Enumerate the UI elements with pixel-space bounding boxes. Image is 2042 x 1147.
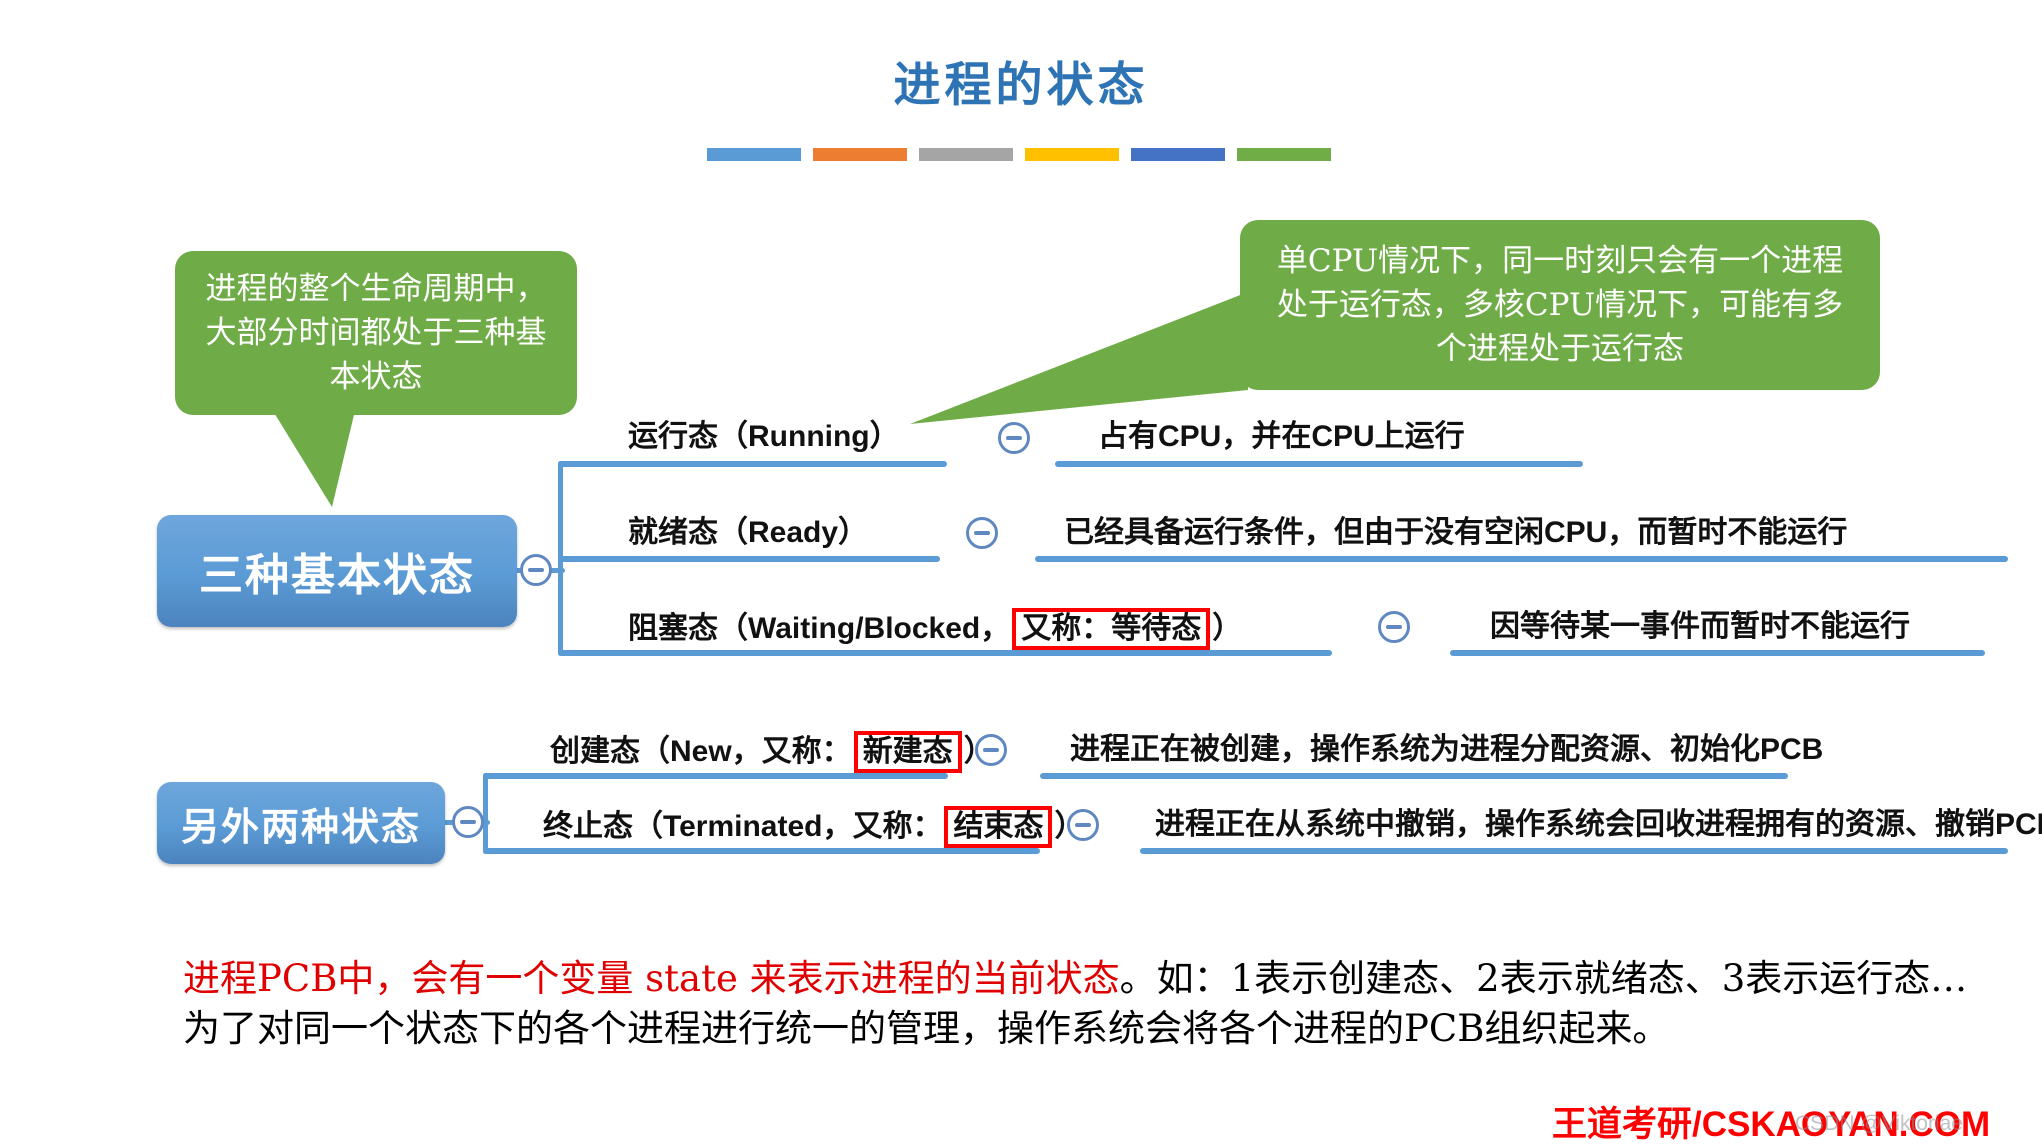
note-line1-red: 进程PCB中，会有一个变量 state 来表示进程的当前状态	[183, 957, 1120, 1000]
branch-topic-ready: 就绪态（Ready）	[628, 516, 869, 549]
divider-bar	[1131, 148, 1225, 161]
branch-desc-new: 进程正在被创建，操作系统为进程分配资源、初始化PCB	[1070, 733, 1824, 766]
branch-line	[483, 848, 1040, 854]
page-title: 进程的状态	[893, 58, 1149, 113]
branch-topic-blocked-pre: 阻塞态（Waiting/Blocked，	[628, 612, 1011, 645]
branch-line	[483, 773, 948, 779]
branch-desc-terminated: 进程正在从系统中撤销，操作系统会回收进程拥有的资源、撤销PCB	[1155, 808, 2042, 841]
collapse-icon[interactable]	[1067, 809, 1099, 841]
branch-topic-running: 运行态（Running）	[628, 420, 900, 453]
collapse-icon[interactable]	[966, 517, 998, 549]
divider-bar	[1237, 148, 1331, 161]
highlight-box-new: 新建态	[853, 731, 962, 773]
branch-line	[1035, 556, 2008, 562]
divider-bar	[813, 148, 907, 161]
branch-line	[558, 556, 940, 562]
left-callout-text: 进程的整个生命周期中，大部分时间都处于三种基本状态	[205, 270, 547, 395]
branch-topic-terminated-pre: 终止态（Terminated，又称：	[543, 810, 943, 843]
collapse-icon[interactable]	[975, 734, 1007, 766]
branch-topic-blocked: 阻塞态（Waiting/Blocked，又称：等待态）	[628, 608, 1242, 650]
collapse-icon[interactable]	[520, 554, 552, 586]
title-divider	[707, 148, 1331, 161]
connector-bracket	[483, 773, 488, 854]
branch-line	[558, 650, 1332, 656]
note: 进程PCB中，会有一个变量 state 来表示进程的当前状态。如：1表示创建态、…	[183, 954, 2023, 1055]
branch-desc-ready: 已经具备运行条件，但由于没有空闲CPU，而暂时不能运行	[1064, 516, 1848, 549]
left-callout-tail	[265, 398, 358, 507]
node-basic-states[interactable]: 三种基本状态	[157, 515, 517, 627]
brand-text: 王道考研/CSKAOYAN.COM	[1552, 1105, 1991, 1144]
branch-line	[1055, 461, 1583, 467]
watermark: CSDN @Viktoriae	[1795, 1112, 1963, 1135]
branch-line	[1140, 848, 2008, 854]
node-other-states-label: 另外两种状态	[180, 806, 421, 849]
branch-topic-terminated: 终止态（Terminated，又称：结束态）	[543, 806, 1084, 848]
branch-desc-blocked: 因等待某一事件而暂时不能运行	[1490, 610, 1910, 643]
branch-topic-blocked-post: ）	[1212, 612, 1243, 645]
collapse-icon[interactable]	[998, 422, 1030, 454]
note-line1-black: 。如：1表示创建态、2表示就绪态、3表示运行态…	[1119, 957, 1968, 1000]
branch-topic-new-pre: 创建态（New，又称：	[550, 735, 852, 768]
highlight-box-end: 结束态	[944, 806, 1053, 848]
divider-bar	[1025, 148, 1119, 161]
collapse-icon[interactable]	[1378, 611, 1410, 643]
collapse-icon[interactable]	[452, 806, 484, 838]
branch-line	[558, 461, 947, 467]
branch-desc-running: 占有CPU，并在CPU上运行	[1098, 420, 1465, 453]
note-line1: 进程PCB中，会有一个变量 state 来表示进程的当前状态。如：1表示创建态、…	[183, 954, 2023, 1004]
note-line2: 为了对同一个状态下的各个进程进行统一的管理，操作系统会将各个进程的PCB组织起来…	[183, 1007, 1670, 1051]
divider-bar	[707, 148, 801, 161]
divider-bar	[919, 148, 1013, 161]
branch-line	[1040, 773, 1788, 779]
node-basic-states-label: 三种基本状态	[199, 551, 475, 600]
highlight-box-waiting: 又称：等待态	[1012, 608, 1211, 650]
right-callout: 单CPU情况下，同一时刻只会有一个进程处于运行态，多核CPU情况下，可能有多个进…	[1240, 220, 1880, 390]
right-callout-text: 单CPU情况下，同一时刻只会有一个进程处于运行态，多核CPU情况下，可能有多个进…	[1276, 242, 1844, 367]
left-callout: 进程的整个生命周期中，大部分时间都处于三种基本状态	[175, 251, 577, 415]
right-callout-tail	[910, 292, 1248, 424]
node-other-states[interactable]: 另外两种状态	[157, 782, 445, 864]
branch-line	[1450, 650, 1985, 656]
branch-topic-new: 创建态（New，又称：新建态）	[550, 731, 994, 773]
